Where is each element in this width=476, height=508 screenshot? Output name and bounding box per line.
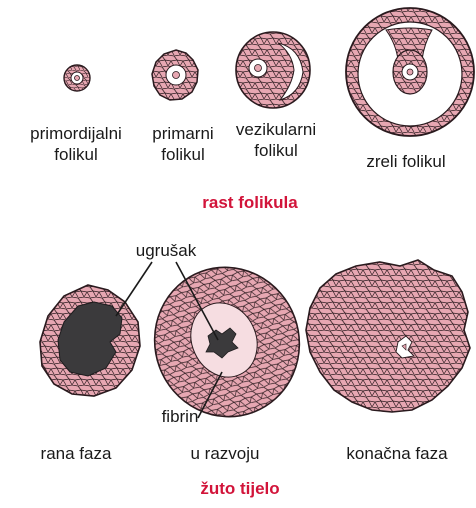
label-mature: zreli folikul: [350, 152, 462, 172]
label-primordial-line2: folikul: [10, 145, 142, 165]
vesicular-follicle: [236, 32, 310, 108]
label-primary-line2: folikul: [138, 145, 228, 165]
callout-fibrin: fibrin: [150, 407, 210, 427]
primordial-follicle: [64, 65, 90, 91]
label-final-phase: konačna faza: [332, 444, 462, 464]
section-title-corpus-luteum: žuto tijelo: [180, 479, 300, 499]
label-primordial-line1: primordijalni: [10, 124, 142, 144]
label-developing: u razvoju: [170, 444, 280, 464]
primary-follicle: [152, 50, 198, 100]
label-vesicular-line1: vezikularni: [225, 120, 327, 140]
final-phase-body: [306, 260, 470, 412]
label-primary-line1: primarni: [138, 124, 228, 144]
clot-leader-left: [116, 262, 152, 316]
label-vesicular-line2: folikul: [225, 141, 327, 161]
callout-clot: ugrušak: [118, 241, 214, 261]
label-early-phase: rana faza: [20, 444, 132, 464]
section-title-follicle-growth: rast folikula: [180, 193, 320, 213]
mature-follicle: [346, 8, 474, 136]
